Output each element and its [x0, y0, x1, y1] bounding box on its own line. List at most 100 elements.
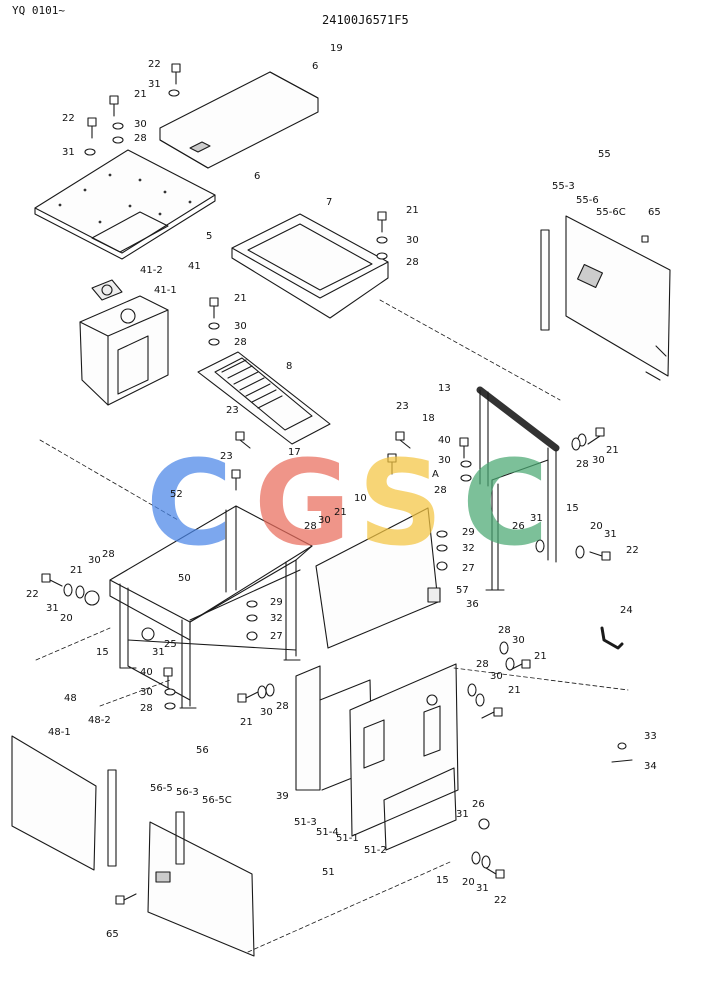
callout-label: 30 [234, 321, 247, 332]
callout-label: 26 [472, 799, 485, 810]
callout-label: 32 [270, 613, 283, 624]
callout-label: 22 [26, 589, 39, 600]
callout-label: 22 [62, 113, 75, 124]
left-side-door [11, 735, 117, 871]
callout-label: 21 [606, 445, 619, 456]
watermark-letter-2: G [254, 434, 351, 572]
callout-label: 23 [226, 405, 239, 416]
rear-panel-assembly [295, 663, 459, 851]
callout-label: 50 [178, 573, 191, 584]
callout-label: 20 [462, 877, 475, 888]
callout-label: 34 [644, 761, 657, 772]
callout-label: 21 [70, 565, 83, 576]
callout-label: 28 [406, 257, 419, 268]
callout-label: 30 [438, 455, 451, 466]
callout-label: 31 [456, 809, 469, 820]
callout-label: 29 [270, 597, 283, 608]
callout-label: 17 [288, 447, 301, 458]
callout-label: 24 [620, 605, 633, 616]
callout-label: 65 [106, 929, 119, 940]
part-number: 24100J6571F5 [322, 13, 409, 27]
callout-label: 25 [164, 639, 177, 650]
callout-label: 31 [62, 147, 75, 158]
page-code: YQ 0101~ [12, 4, 65, 17]
callout-label: 22 [494, 895, 507, 906]
handrail-frame [476, 386, 560, 591]
callout-label: 55-6C [596, 207, 626, 218]
callout-label: 7 [326, 197, 333, 208]
watermark-letter-3: S [358, 434, 443, 572]
callout-label: 15 [566, 503, 579, 514]
callout-label: 22 [626, 545, 639, 556]
callout-label: 28 [498, 625, 511, 636]
callout-label: 21 [234, 293, 247, 304]
callout-label: 6 [254, 171, 261, 182]
callout-label: 30 [592, 455, 605, 466]
callout-label: 51-1 [336, 833, 359, 844]
right-side-door [540, 215, 671, 381]
callout-label: 41 [188, 261, 201, 272]
callout-label: 21 [134, 89, 147, 100]
floor-mat [231, 213, 389, 319]
callout-label: 23 [220, 451, 233, 462]
callout-label: 51-2 [364, 845, 387, 856]
callout-label: 31 [476, 883, 489, 894]
callout-label: 40 [140, 667, 153, 678]
callout-label: 31 [530, 513, 543, 524]
callout-label: 40 [438, 435, 451, 446]
watermark-letter-1: C [146, 434, 233, 572]
bolt-icons [41, 63, 649, 905]
callout-label: 48-1 [48, 727, 71, 738]
inner-panel [315, 507, 441, 649]
callout-label: 21 [508, 685, 521, 696]
callout-label: 19 [330, 43, 343, 54]
callout-label: 32 [462, 543, 475, 554]
callout-label: 56-5 [150, 783, 173, 794]
callout-label: 5 [206, 231, 213, 242]
callout-label: 31 [152, 647, 165, 658]
callout-label: 28 [434, 485, 447, 496]
callout-label: 20 [60, 613, 73, 624]
air-duct-assembly [79, 279, 169, 406]
callout-label: 28 [476, 659, 489, 670]
callout-label: 13 [438, 383, 451, 394]
callout-label: 28 [102, 549, 115, 560]
callout-label: 30 [490, 671, 503, 682]
top-cover-panel [159, 71, 319, 169]
main-frame [109, 505, 313, 709]
callout-label: 51-3 [294, 817, 317, 828]
step-grille [197, 351, 331, 445]
callout-label: 56-3 [176, 787, 199, 798]
callout-label: 28 [234, 337, 247, 348]
leader-lines [35, 299, 629, 953]
callout-label: 51 [322, 867, 335, 878]
washer-icons [63, 89, 633, 869]
callout-label: 27 [270, 631, 283, 642]
callout-label: 26 [512, 521, 525, 532]
callout-label: 31 [148, 79, 161, 90]
callout-label: 30 [512, 635, 525, 646]
callout-label: 51-4 [316, 827, 339, 838]
watermark-letter-4: C [462, 434, 549, 572]
callout-label: 52 [170, 489, 183, 500]
callout-label: 56-5C [202, 795, 232, 806]
callout-label: 15 [436, 875, 449, 886]
callout-label: 28 [304, 521, 317, 532]
callout-label: 8 [286, 361, 293, 372]
callout-label: 21 [406, 205, 419, 216]
callout-label: 23 [396, 401, 409, 412]
callout-label: 48-2 [88, 715, 111, 726]
floor-plate [34, 149, 216, 260]
callout-label: 30 [88, 555, 101, 566]
callout-label: 21 [334, 507, 347, 518]
hook [600, 626, 624, 650]
callout-label: 36 [466, 599, 479, 610]
callout-label: 31 [46, 603, 59, 614]
front-door [147, 811, 255, 957]
callout-label: 22 [148, 59, 161, 70]
callout-label: 30 [318, 515, 331, 526]
callout-label: A [432, 469, 439, 480]
callout-label: 27 [462, 563, 475, 574]
